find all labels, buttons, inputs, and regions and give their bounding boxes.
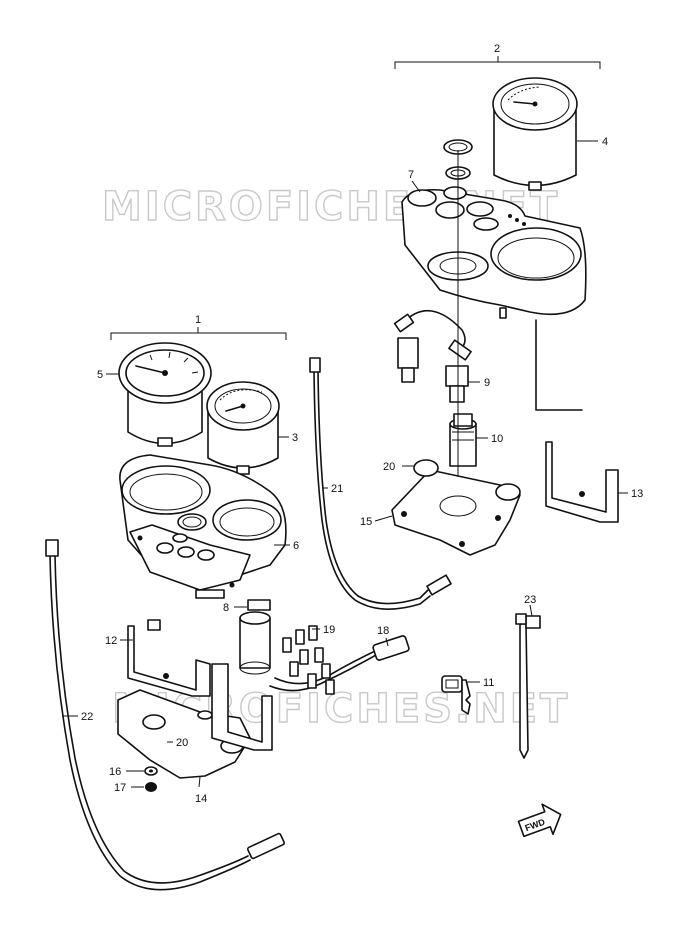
mount-bracket-part-15: [391, 459, 521, 556]
ignition-switch-part-10: [449, 413, 477, 467]
callout-3: 3: [292, 432, 298, 444]
key-part-11: [441, 675, 471, 715]
callout-10: 10: [491, 433, 503, 445]
callout-7: 7: [408, 169, 414, 181]
leader-18: [385, 637, 389, 647]
callout-22: 22: [81, 711, 93, 723]
washer-part-16: [144, 766, 158, 776]
bulbs-and-harness-parts-18-19: [269, 625, 410, 695]
callout-18: 18: [377, 625, 389, 637]
leader-23: [529, 604, 533, 617]
upper-housing-part-7: [401, 186, 587, 319]
tachometer-part-3: [206, 381, 280, 475]
nut-part-17: [145, 782, 157, 792]
callout-11: 11: [483, 677, 494, 689]
cable-tie-part-23: [515, 613, 541, 759]
lamp-socket-part-8: [195, 589, 271, 675]
assembly-2-bracket: [394, 56, 601, 69]
callout-23: 23: [524, 594, 536, 606]
leader-7: [411, 180, 421, 193]
lamp-sockets-part-9: [393, 309, 472, 403]
speedometer-part-5: [118, 342, 212, 447]
callout-2: 2: [494, 43, 500, 55]
leader-15: [374, 515, 393, 522]
tachometer-cable-part-21: [309, 357, 452, 610]
callout-17: 17: [114, 782, 126, 794]
meter-case-part-6: [119, 454, 287, 591]
callout-16: 16: [109, 766, 121, 778]
callout-20-bottom: 20: [176, 737, 188, 749]
tachometer-part-4: [492, 77, 578, 191]
mount-bracket-part-14: [117, 663, 273, 779]
callout-20-top: 20: [383, 461, 395, 473]
callout-14: 14: [195, 793, 207, 805]
callout-5: 5: [97, 369, 103, 381]
callout-21: 21: [331, 483, 343, 495]
callout-19: 19: [323, 624, 335, 636]
callout-4: 4: [602, 136, 608, 148]
stay-bracket-part-12: [127, 619, 211, 697]
callout-8: 8: [223, 602, 229, 614]
callout-13: 13: [631, 488, 643, 500]
callout-9: 9: [484, 377, 490, 389]
forward-arrow-icon: FWD: [517, 803, 562, 838]
stay-bracket-part-13: [535, 319, 619, 523]
speedometer-cable-part-22: [45, 539, 285, 891]
callout-15: 15: [360, 516, 372, 528]
callout-6: 6: [293, 540, 299, 552]
assembly-1-bracket: [110, 327, 287, 340]
leader-14: [198, 776, 201, 788]
callout-12: 12: [105, 635, 117, 647]
callout-1: 1: [195, 314, 201, 326]
